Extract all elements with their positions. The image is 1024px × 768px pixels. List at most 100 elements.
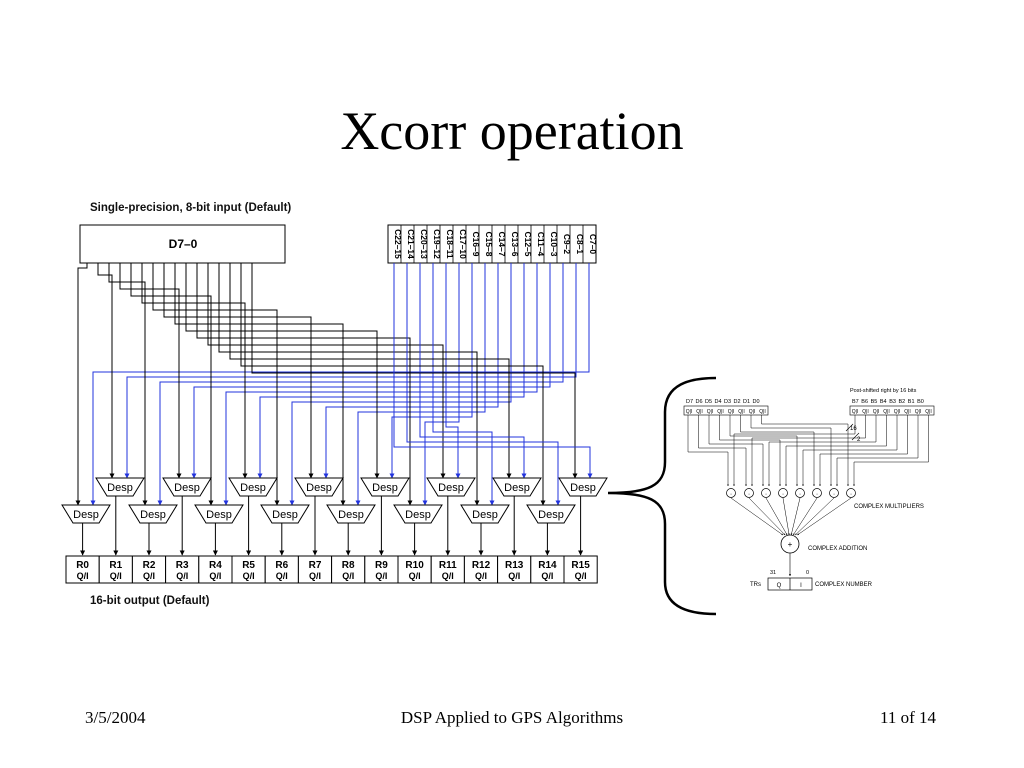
despreader-label: Desp	[338, 509, 364, 521]
despreader-shape	[360, 477, 410, 497]
complex-multiplier	[829, 488, 839, 498]
multiplier-symbol: ·	[730, 491, 732, 498]
register-name: R4	[209, 560, 222, 571]
data-qi-cell: Q|I	[728, 409, 735, 415]
code-bit-label: C19–12	[432, 229, 442, 259]
data-wire	[240, 263, 546, 506]
data-wire	[75, 263, 88, 506]
data-qi-row	[683, 405, 769, 416]
data-wire	[108, 263, 148, 506]
code-wire	[323, 263, 499, 479]
multiplier-symbol: ·	[799, 491, 801, 498]
register-name: R14	[538, 560, 557, 571]
data-qi-cell: Q|I	[717, 409, 724, 415]
register-name: R15	[571, 560, 590, 571]
despreader: Desp	[194, 504, 244, 524]
code-bit-label: B2	[899, 399, 906, 405]
despreader-label: Desp	[272, 509, 298, 521]
code-wire	[355, 263, 486, 506]
despreader-shape	[326, 504, 376, 524]
despreader-shape	[61, 504, 111, 524]
bus-slash-16	[845, 423, 854, 432]
code-qi-cell: Q|I	[862, 409, 869, 415]
register-qi: Q/I	[209, 571, 221, 581]
register-name: R12	[472, 560, 491, 571]
register-qi: Q/I	[508, 571, 520, 581]
despreader-shape	[460, 504, 510, 524]
data-bit-label: D0	[753, 399, 760, 405]
register-cell	[131, 555, 167, 584]
code-bit-label: B3	[889, 399, 896, 405]
register-name: R9	[375, 560, 388, 571]
data-to-multiplier-wire	[708, 415, 764, 487]
multiplier-wires	[687, 415, 929, 536]
multiplier-symbol: ·	[748, 491, 750, 498]
despreader-shape	[426, 477, 476, 497]
multiplier-to-adder-wire	[782, 497, 790, 536]
despreader-label: Desp	[538, 509, 564, 521]
despreader-shape	[128, 504, 178, 524]
code-bit-label: C9–2	[562, 234, 572, 255]
despreader: Desp	[228, 477, 278, 497]
routing-wires	[75, 263, 593, 506]
code-bit-label: B1	[908, 399, 915, 405]
data-input-label: D7–0	[169, 237, 198, 251]
despreader-label: Desp	[372, 482, 398, 494]
code-bit-label: B5	[871, 399, 878, 405]
complex-multiplier	[761, 488, 771, 498]
data-bit-label: D5	[705, 399, 712, 405]
register-cell	[430, 555, 465, 584]
register-name: R10	[405, 560, 424, 571]
data-bit-label: D4	[715, 399, 722, 405]
multiplier-symbol: ·	[850, 491, 852, 498]
register-qi: Q/I	[375, 571, 387, 581]
despreader-label: Desp	[240, 482, 266, 494]
data-to-multiplier-wire	[729, 415, 798, 487]
complex-multiplier	[812, 488, 822, 498]
adder-symbol: +	[788, 540, 793, 549]
register-qi: Q/I	[475, 571, 487, 581]
bus-slash-2	[851, 432, 860, 441]
code-bit-label: C7–0	[588, 234, 598, 255]
code-bit-label: C8–1	[575, 234, 585, 255]
register-qi: Q/I	[575, 571, 587, 581]
despreader-shape	[492, 477, 542, 497]
despreader-label: Desp	[306, 482, 332, 494]
register-qi: Q/I	[541, 571, 553, 581]
complex-multiplier	[726, 488, 736, 498]
output-format-label: 16-bit output (Default)	[90, 595, 210, 607]
register-name: R13	[505, 560, 524, 571]
code-wire	[257, 263, 525, 479]
despreader-shape	[526, 504, 576, 524]
despreader: Desp	[460, 504, 510, 524]
data-wire	[196, 263, 413, 506]
footer-date: 3/5/2004	[85, 708, 146, 727]
register-cell	[264, 555, 299, 584]
register-qi: Q/I	[176, 571, 188, 581]
bus-width-2: 2	[857, 437, 861, 443]
code-wire	[419, 263, 527, 479]
despreader-shape	[558, 477, 608, 497]
data-wire	[119, 263, 182, 479]
code-qi-cell: Q|I	[904, 409, 911, 415]
code-bit-label: C14–7	[497, 231, 507, 256]
data-to-multiplier-wire	[750, 415, 832, 487]
multiplier-to-adder-wire	[795, 497, 835, 536]
bus-width-16: 16	[850, 426, 857, 432]
code-bit-label: C16–9	[471, 231, 481, 256]
data-qi-cell: Q|I	[749, 409, 756, 415]
despreader: Desp	[558, 477, 608, 497]
code-wire	[389, 263, 473, 479]
footer-page-number: 11 of 14	[879, 708, 936, 727]
code-wire	[191, 263, 551, 479]
despreader-label: Desp	[73, 509, 99, 521]
code-wire	[445, 263, 461, 479]
complex-addition-label: COMPLEX ADDITION	[808, 546, 867, 552]
despreader-label: Desp	[438, 482, 464, 494]
despreader-shape	[393, 504, 443, 524]
data-wire	[174, 263, 346, 506]
despreader: Desp	[492, 477, 542, 497]
code-bit-label: C10–3	[549, 231, 559, 256]
data-qi-cell: Q|I	[738, 409, 745, 415]
